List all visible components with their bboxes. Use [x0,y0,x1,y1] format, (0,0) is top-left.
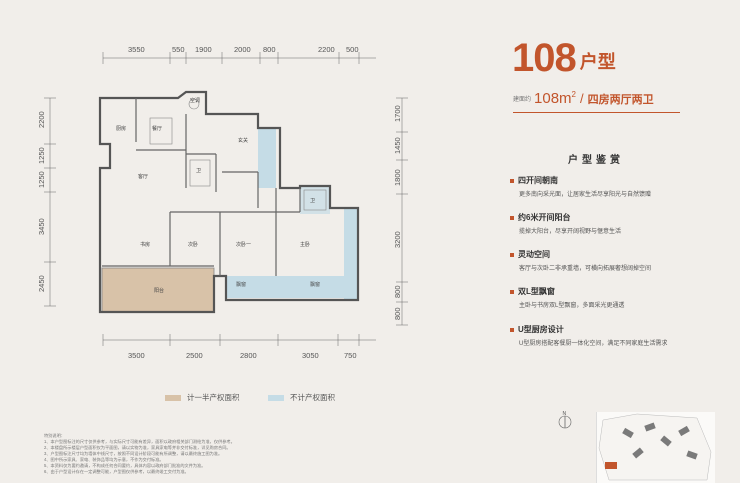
dim-right-5: 800 [393,285,402,298]
dim-bottom-1: 3500 [128,351,145,360]
dim-right-3: 1800 [393,169,402,186]
room-bedroom3: 次卧一 [236,241,251,248]
legend-none: 不计产权面积 [268,392,335,403]
legend-half: 计一半产权面积 [165,392,240,403]
dim-bottom-3: 2800 [240,351,257,360]
dim-bottom-5: 750 [344,351,357,360]
dim-right-2: 1450 [393,137,402,154]
room-balcony: 阳台 [154,287,164,294]
room-ac: 空调 [190,97,200,104]
dim-bottom-4: 3050 [302,351,319,360]
legend-swatch-half [165,394,181,401]
north-label: N [563,411,567,417]
site-map [596,412,715,483]
balcony-area [101,267,215,313]
room-bay1: 飘窗 [236,281,246,288]
room-entry: 玄关 [238,137,248,144]
room-living: 客厅 [138,173,148,180]
dim-top-7: 500 [346,45,359,54]
disclaimer-notes: 特别说明： 1、本户型图标注的尺寸仅供参考，与实际尺寸可能有差异，面积以政府相关… [44,433,235,474]
dim-left-4: 3450 [37,218,46,235]
dim-bottom-2: 2500 [186,351,203,360]
room-dining: 餐厅 [152,125,162,132]
dim-right-1: 1700 [393,105,402,122]
divider [513,112,680,113]
bullet-icon [510,178,514,183]
area-label: 建面约 [513,97,532,103]
feature-5: U型厨房设计 U型厨房搭配客餐厨一体化空间，满足不同家庭生活需求 [510,324,730,347]
area-separator: / [580,91,584,106]
dim-left-5: 2450 [37,275,46,292]
bullet-icon [510,327,514,332]
room-kitchen: 厨房 [116,125,126,132]
section-title: 户型鉴赏 [568,155,624,166]
bullet-icon [510,252,514,257]
dim-right-4: 3200 [393,231,402,248]
dim-top-2: 550 [172,45,185,54]
dim-top-6: 2200 [318,45,335,54]
room-bath2: 卫 [310,198,315,204]
area-row: 建面约 108m2 / 四房两厅两卫 [513,90,693,107]
room-bedroom2: 次卧 [188,241,198,248]
room-master: 主卧 [300,241,310,248]
feature-3: 灵动空间 客厅与次卧二非承重墙，可横向拓展奢想阔掉空间 [510,249,730,272]
dim-left-3: 1250 [37,171,46,188]
room-study: 书房 [140,241,150,248]
unit-suffix: 户型 [579,52,616,72]
room-bath1: 卫 [196,168,201,174]
feature-2: 约6米开间阳台 揽掉大阳台，尽享开阔视野与惬意生活 [510,212,730,235]
legend-swatch-none [268,394,284,401]
dim-top-1: 3550 [128,45,145,54]
dim-left-1: 2200 [37,111,46,128]
feature-4: 双L型飘窗 主卧与书房双L型飘窗，多面采光更通透 [510,286,730,309]
room-bay2: 飘窗 [310,281,320,288]
dim-top-5: 800 [263,45,276,54]
unit-number: 108 [512,36,577,80]
dim-top-4: 2000 [234,45,251,54]
feature-1: 四开间朝南 更多南向采光面，让居家生活尽享阳光与自然馈赠 [510,175,730,198]
area-type: 四房两厅两卫 [587,93,654,106]
north-arrow-icon: N [558,411,572,429]
dim-left-2: 1250 [37,147,46,164]
current-unit-marker [605,462,617,469]
dim-top-3: 1900 [195,45,212,54]
bullet-icon [510,215,514,220]
area-value: 108m2 [534,90,576,107]
dim-right-6: 800 [393,307,402,320]
bullet-icon [510,289,514,294]
